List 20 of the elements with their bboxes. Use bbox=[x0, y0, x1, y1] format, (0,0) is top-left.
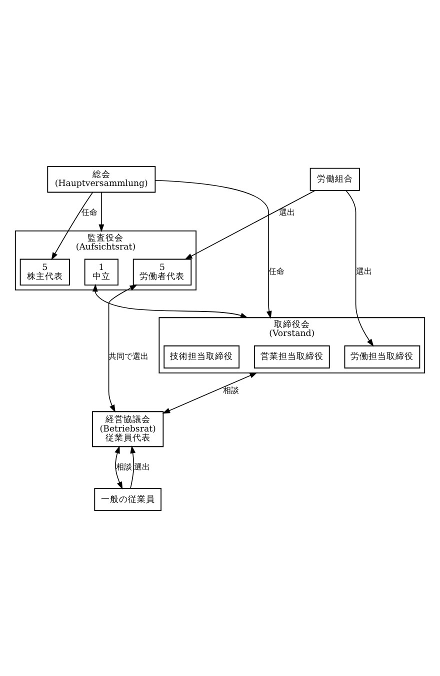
node-box: 経営協議会 (Betriebsrat) 従業員代表 bbox=[92, 410, 164, 447]
arrow bbox=[154, 179, 272, 318]
node-box: 5 労働者代表 bbox=[132, 258, 192, 285]
arrow bbox=[184, 190, 316, 260]
arrow bbox=[98, 191, 104, 232]
arrow bbox=[114, 445, 123, 490]
arrow bbox=[92, 283, 248, 318]
node-box: 営業担当取締役 bbox=[254, 344, 330, 368]
node-box: 技術担当取締役 bbox=[164, 344, 240, 368]
arrow bbox=[162, 372, 258, 414]
node-box: 労働組合 bbox=[310, 167, 360, 190]
node-box: 1 中立 bbox=[84, 258, 118, 285]
node-box: 5 株主代表 bbox=[20, 258, 70, 285]
node-box: 一般の従業員 bbox=[94, 487, 162, 510]
node-box: 労働担当取締役 bbox=[344, 344, 420, 368]
arrow bbox=[108, 284, 138, 412]
arrow bbox=[346, 190, 374, 346]
arrow bbox=[51, 192, 94, 260]
node-box: 総会 (Hauptversammlung) bbox=[47, 166, 156, 192]
arrow bbox=[130, 445, 136, 488]
